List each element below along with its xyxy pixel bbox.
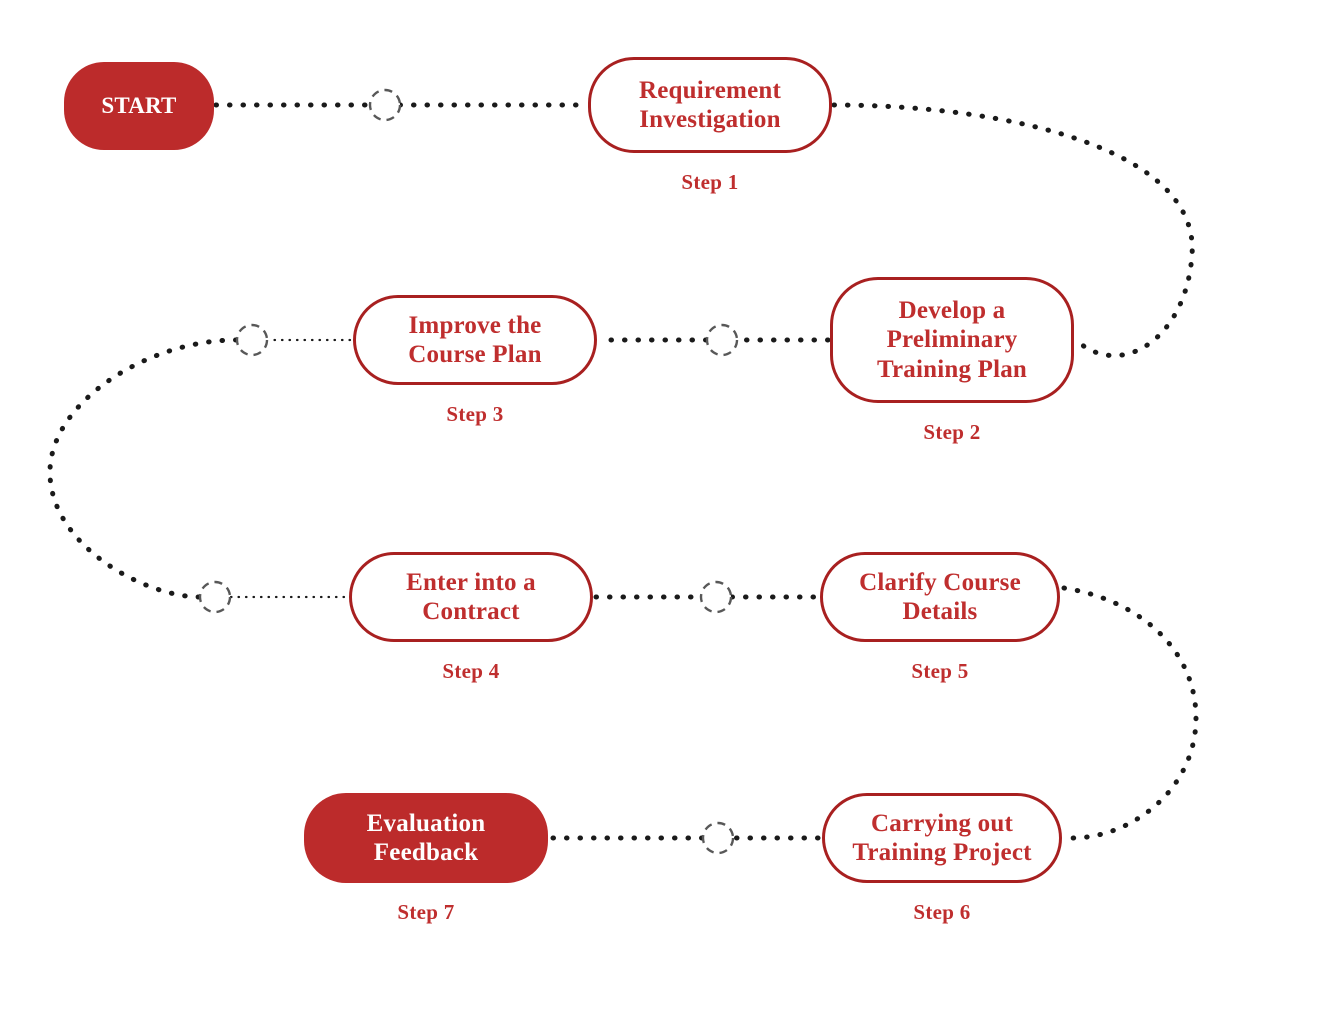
node-step5-step-label: Step 5 [911, 659, 969, 683]
connector-step5-to-step6 [1061, 585, 1199, 841]
node-step2-step-label: Step 2 [923, 420, 981, 444]
connector-circle-step2-step3 [705, 323, 739, 357]
connector-circle-step3-step4 [235, 323, 269, 357]
node-start-text: START [101, 93, 177, 119]
connector-circle-step6-step7 [701, 821, 735, 855]
node-step6-step-label: Step 6 [913, 900, 971, 924]
connector-circle-curve-left-bottom [198, 580, 232, 614]
node-start[interactable]: START [64, 62, 214, 150]
node-step1-step-label: Step 1 [681, 170, 739, 194]
connector-circle-step4-step5 [699, 580, 733, 614]
node-step3-step-label: Step 3 [446, 402, 504, 426]
node-step4-step-label: Step 4 [442, 659, 500, 683]
connector-step3-to-step4 [47, 337, 239, 600]
node-step7-step-label: Step 7 [397, 900, 455, 924]
connector-circle-start-step1 [368, 88, 402, 122]
